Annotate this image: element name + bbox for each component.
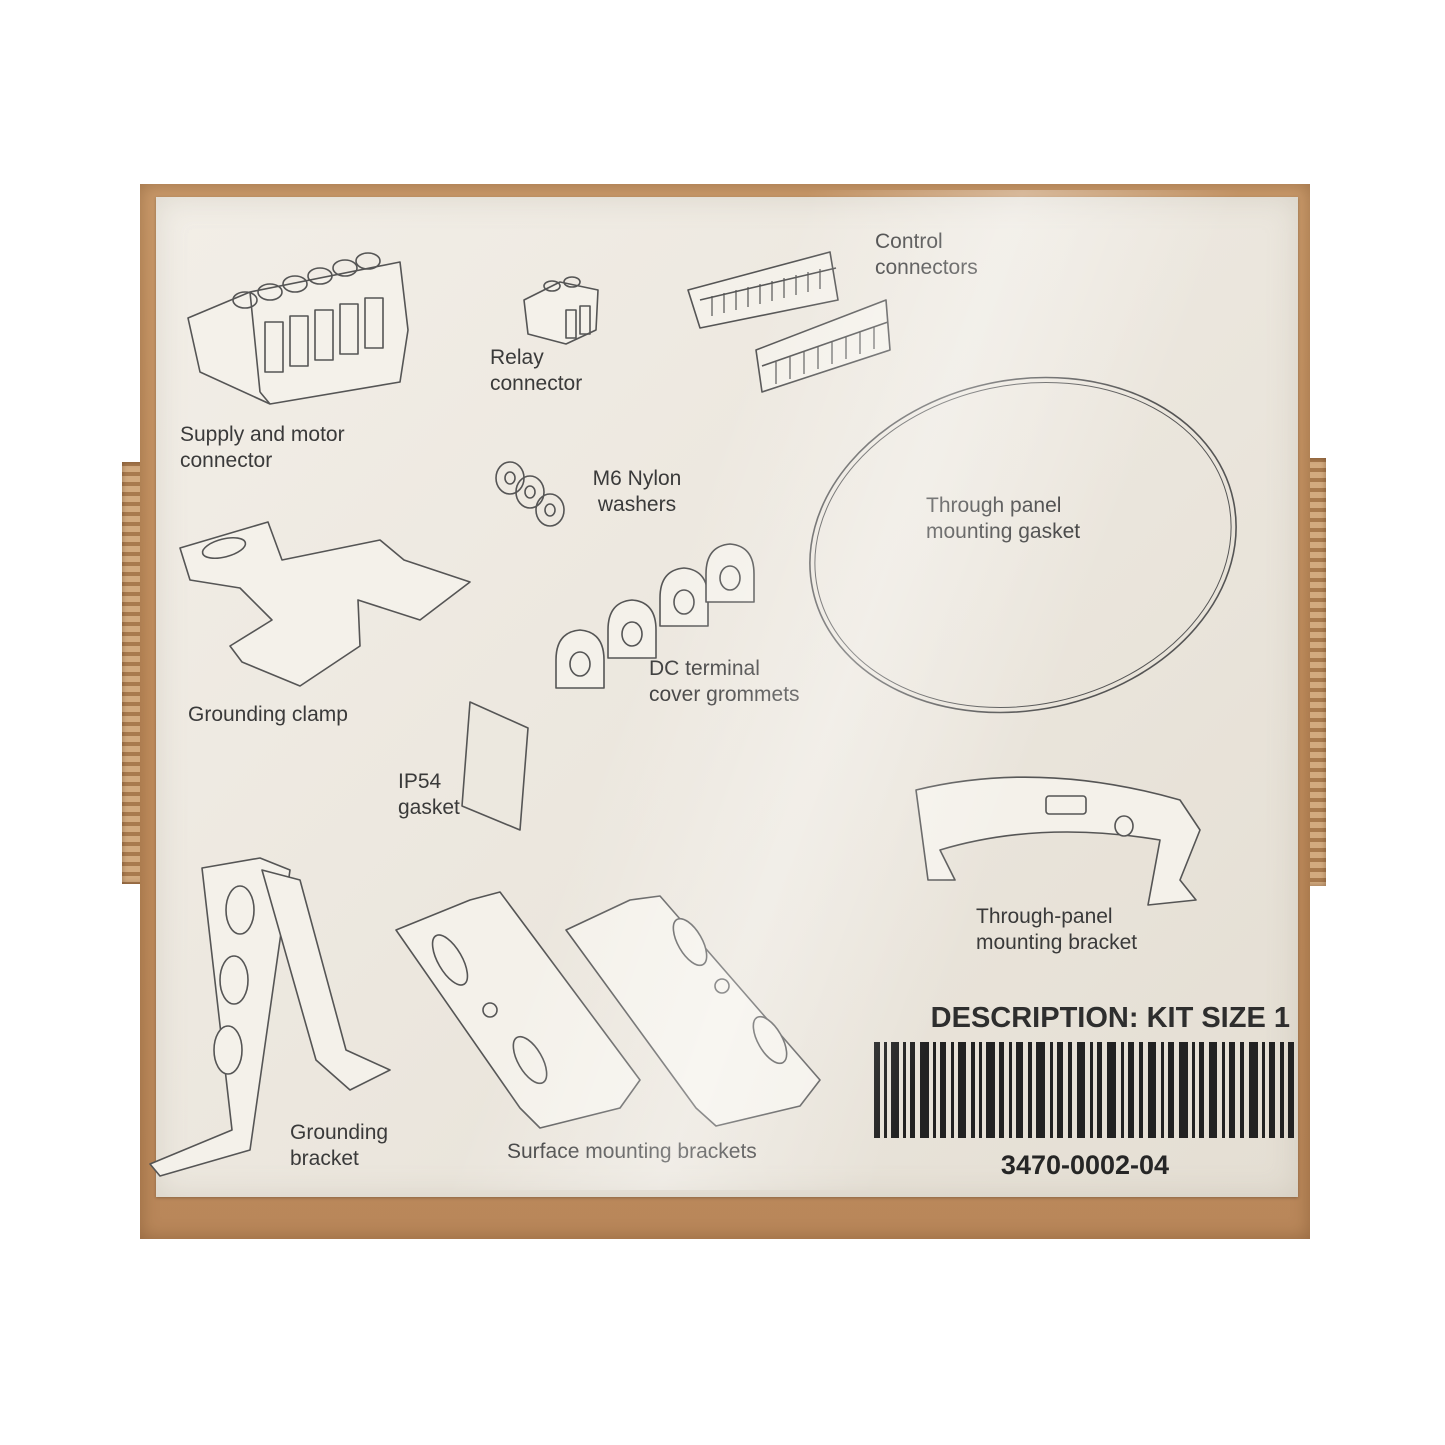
label-line: connector (180, 449, 273, 472)
label-relay: Relay connector (490, 345, 582, 397)
label-grommets: DC terminal cover grommets (649, 656, 800, 708)
label-line: washers (597, 493, 677, 516)
washers-drawing (495, 461, 565, 527)
relay-connector-drawing (523, 276, 599, 345)
label-line: bracket (290, 1147, 359, 1170)
label-line: Through-panel (976, 905, 1113, 928)
surface-brackets-drawing (395, 891, 821, 1129)
grommets-drawing (555, 543, 755, 689)
label-line: connector (490, 372, 583, 395)
label-line: Grounding (290, 1121, 389, 1144)
label-surface-brackets: Surface mounting brackets (507, 1140, 757, 1163)
label-grounding-clamp: Grounding clamp (188, 703, 348, 726)
kit-description: DESCRIPTION: KIT SIZE 1 (930, 1002, 1290, 1034)
label-line: Supply and motor (180, 423, 345, 446)
barcode (874, 1042, 1294, 1138)
label-line: connectors (875, 256, 978, 279)
part-number: 3470-0002-04 (1000, 1150, 1170, 1180)
label-ip54: IP54 gasket (398, 769, 460, 821)
label-control: Control connectors (875, 229, 978, 281)
grounding-clamp-drawing (179, 521, 471, 687)
label-line: mounting gasket (926, 520, 1081, 543)
label-line: M6 Nylon (592, 467, 682, 490)
label-line: IP54 (398, 770, 442, 793)
control-connectors-drawing (687, 251, 891, 393)
grounding-bracket-drawing (149, 857, 391, 1177)
label-through-panel-bracket: Through-panel mounting bracket (976, 904, 1137, 956)
through-panel-gasket-drawing (809, 376, 1237, 714)
label-supply-motor: Supply and motor connector (180, 422, 345, 474)
label-grounding-bracket: Grounding bracket (290, 1120, 388, 1172)
label-line: gasket (398, 796, 460, 819)
label-line: Control (875, 230, 943, 253)
label-line: DC terminal (649, 657, 760, 680)
label-washers: M6 Nylon washers (582, 466, 692, 518)
label-line: mounting bracket (976, 931, 1138, 954)
through-panel-bracket-drawing (915, 776, 1201, 906)
label-line: Through panel (926, 494, 1062, 517)
supply-motor-connector-drawing (187, 252, 409, 405)
ip54-gasket-drawing (461, 701, 529, 831)
label-line: Relay (490, 346, 544, 369)
label-line: cover grommets (649, 683, 800, 706)
label-through-panel-gasket: Through panel mounting gasket (926, 493, 1080, 545)
